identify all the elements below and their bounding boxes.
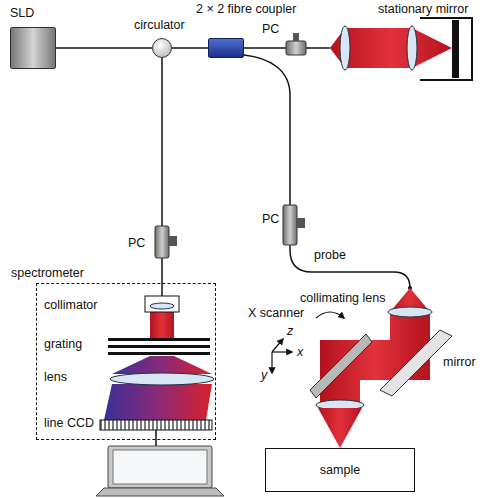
screen-glass [113,450,207,484]
reference-optics [330,18,472,80]
laptop-screen [108,446,212,488]
ccd-array [100,420,212,430]
polarization-controller [283,205,305,245]
pc-body [155,226,169,258]
pc-body [286,41,306,55]
light-source: SLD [10,6,34,21]
fibre-coupler: 2 × 2 fibre coupler [196,2,296,17]
node-shape [152,38,172,58]
sample-box: sample [265,448,415,492]
light-beam [150,312,174,340]
axes [272,339,292,373]
dispersed-beam [112,356,212,374]
mirror-symbol [452,20,459,78]
polarization-controller [286,33,306,55]
node-label: circulator [134,18,185,33]
node-shape [10,27,56,69]
part-label: PC [262,212,279,227]
part-label: stationary mirror [378,2,468,17]
lens-symbol [150,303,174,309]
lens-symbol [340,26,350,70]
fibre [161,283,163,296]
part-label: grating [44,337,82,352]
laptop-base [96,488,224,496]
node-shape [208,38,244,58]
rotation-arrow [316,312,344,318]
cable [155,430,157,446]
pc-body [283,205,297,245]
x-axis [272,351,292,352]
probe-fibre [244,55,412,290]
optical-fibre [172,47,208,49]
part-label: x [297,345,303,360]
part-label: lens [44,370,67,385]
spectrometer-optics [100,283,214,430]
scanner-mirror [310,334,372,398]
part-label: X scanner [248,306,304,321]
circulator-node: circulator [134,18,185,33]
optical-fibre [56,47,152,49]
grating-bar [108,345,210,348]
part-label: collimator [44,298,98,313]
fibre [244,55,410,288]
collimator-body [145,296,179,312]
node-label: SLD [10,6,34,21]
node-label: spectrometer [11,266,84,281]
part-label: y [261,368,267,383]
lens-symbol [407,26,417,70]
grating-bar [108,338,210,341]
pc-knob [297,218,305,228]
y-axis [271,352,272,373]
dispersed-beam [104,384,212,420]
part-label: collimating lens [300,291,385,306]
part-label: line CCD [44,416,94,431]
part-label: z [287,324,293,339]
part-label: PC [128,236,145,251]
part-label: probe [314,248,346,263]
z-axis [272,339,283,352]
grating-bar [108,352,210,355]
probe-optics [310,288,452,448]
part-label: PC [262,22,279,37]
mirror-plate [380,330,452,396]
pc-knob [293,33,299,41]
focused-beam [318,408,362,448]
mirror-mount [420,18,472,80]
pc-knob [169,236,177,246]
part-label: mirror [443,355,476,370]
node-label: sample [320,463,360,478]
node-label: 2 × 2 fibre coupler [196,2,296,17]
lens-symbol [110,373,214,385]
lens-symbol [388,307,432,317]
polarization-controller [155,226,177,258]
